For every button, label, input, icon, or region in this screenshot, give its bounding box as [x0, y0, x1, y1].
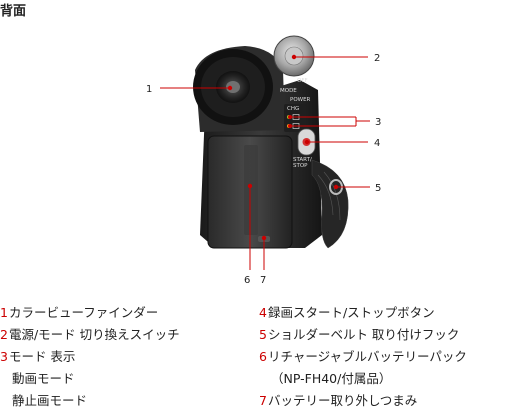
mode-label: MODE: [280, 88, 297, 94]
callout-5: 5: [375, 183, 381, 194]
viewfinder: [193, 49, 273, 125]
legend-item-5: 5ショルダーベルト 取り付けフック: [259, 327, 460, 342]
off-label: OFF: [297, 78, 308, 84]
start-stop-label-1: START/: [293, 157, 312, 163]
legend-right: 4録画スタート/ストップボタン 5ショルダーベルト 取り付けフック 6リチャージ…: [259, 302, 517, 412]
callout-2: 2: [374, 53, 380, 64]
legend-item-1: 1カラービューファインダー: [0, 305, 159, 320]
legend-item-3-movie: 動画モード: [12, 371, 75, 386]
callout-6: 6: [244, 275, 250, 286]
callout-4: 4: [374, 138, 380, 149]
legend-item-7: 7バッテリー取り外しつまみ: [259, 393, 418, 408]
start-stop-label-2: STOP: [293, 163, 308, 169]
section-heading: 背面: [0, 4, 27, 19]
callout-1: 1: [146, 84, 152, 95]
legend-item-3-photo: 静止画モード: [12, 393, 88, 408]
callout-leaders: [160, 54, 370, 270]
chg-label: CHG: [287, 106, 299, 112]
legend-item-2: 2電源/モード 切り換えスイッチ: [0, 327, 180, 342]
power-label: POWER: [290, 97, 311, 103]
callout-3: 3: [375, 117, 381, 128]
legend-item-6: 6リチャージャブルバッテリーパック: [259, 349, 467, 364]
legend-item-6-model: （NP-FH40/付属品）: [271, 371, 392, 386]
camcorder-rear-diagram: OFF MODE POWER CHG START/ STOP: [146, 35, 381, 286]
mode-indicator-panel: CHG: [284, 104, 306, 132]
legend-item-3: 3モード 表示: [0, 349, 76, 364]
callout-7: 7: [260, 275, 266, 286]
legend-item-4: 4録画スタート/ストップボタン: [259, 305, 435, 320]
legend-left: 1カラービューファインダー 2電源/モード 切り換えスイッチ 3モード 表示 動…: [0, 302, 258, 412]
